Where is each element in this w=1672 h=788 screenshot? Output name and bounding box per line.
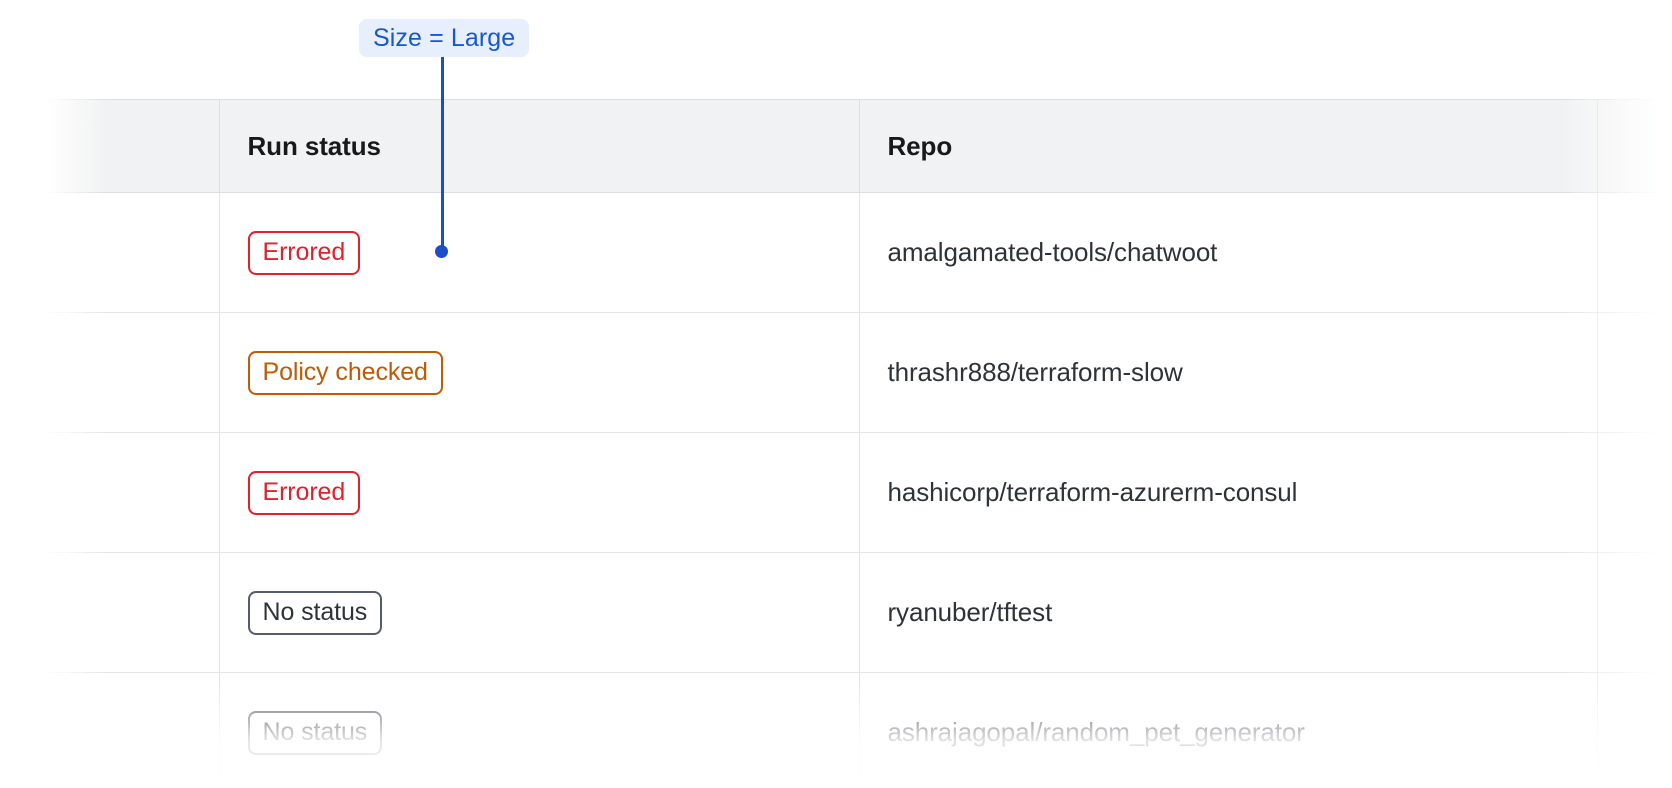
column-header-select xyxy=(47,99,220,193)
table-row[interactable]: Errored amalgamated-tools/chatwoot xyxy=(47,192,1672,313)
table-body: Errored amalgamated-tools/chatwoot Polic… xyxy=(47,192,1672,788)
row-select-cell[interactable] xyxy=(47,432,220,553)
row-select-cell[interactable] xyxy=(47,552,220,673)
table-row[interactable]: No status ryanuber/tftest xyxy=(47,552,1672,673)
status-badge-label: Errored xyxy=(262,478,346,506)
run-status-cell: Errored xyxy=(219,192,860,313)
status-badge-label: Errored xyxy=(262,238,346,266)
extra-cell xyxy=(1597,192,1672,313)
runs-table: Run status Repo Errored amalgamated-tool… xyxy=(47,99,1672,788)
repo-cell[interactable]: ashrajagopal/random_pet_generator xyxy=(859,672,1598,788)
status-badge[interactable]: No status xyxy=(247,710,383,755)
run-status-cell: Policy checked xyxy=(219,312,860,433)
table-row[interactable]: Policy checked thrashr888/terraform-slow xyxy=(47,312,1672,433)
repo-cell[interactable]: amalgamated-tools/chatwoot xyxy=(859,192,1598,313)
annotation-label: Size = Large xyxy=(359,19,530,57)
row-select-cell[interactable] xyxy=(47,672,220,788)
extra-cell xyxy=(1597,432,1672,553)
status-badge[interactable]: Errored xyxy=(247,470,361,515)
row-select-cell[interactable] xyxy=(47,312,220,433)
row-select-cell[interactable] xyxy=(47,192,220,313)
status-badge[interactable]: Errored xyxy=(247,230,361,275)
table-row[interactable]: Errored hashicorp/terraform-azurerm-cons… xyxy=(47,432,1672,553)
status-badge-label: No status xyxy=(262,718,368,746)
column-header-repo[interactable]: Repo xyxy=(859,99,1598,193)
run-status-cell: No status xyxy=(219,552,860,673)
table-row[interactable]: No status ashrajagopal/random_pet_genera… xyxy=(47,672,1672,788)
status-badge[interactable]: No status xyxy=(247,590,383,635)
extra-cell xyxy=(1597,312,1672,433)
table-header: Run status Repo xyxy=(47,99,1672,193)
extra-cell xyxy=(1597,552,1672,673)
run-status-cell: No status xyxy=(219,672,860,788)
repo-cell[interactable]: hashicorp/terraform-azurerm-consul xyxy=(859,432,1598,553)
status-badge[interactable]: Policy checked xyxy=(247,350,443,395)
run-status-cell: Errored xyxy=(219,432,860,553)
status-badge-label: No status xyxy=(262,598,368,626)
table-header-row: Run status Repo xyxy=(47,99,1672,193)
status-badge-label: Policy checked xyxy=(262,358,428,386)
column-header-run-status[interactable]: Run status xyxy=(219,99,860,193)
repo-cell[interactable]: ryanuber/tftest xyxy=(859,552,1598,673)
repo-cell[interactable]: thrashr888/terraform-slow xyxy=(859,312,1598,433)
extra-cell xyxy=(1597,672,1672,788)
column-header-extra xyxy=(1597,99,1672,193)
